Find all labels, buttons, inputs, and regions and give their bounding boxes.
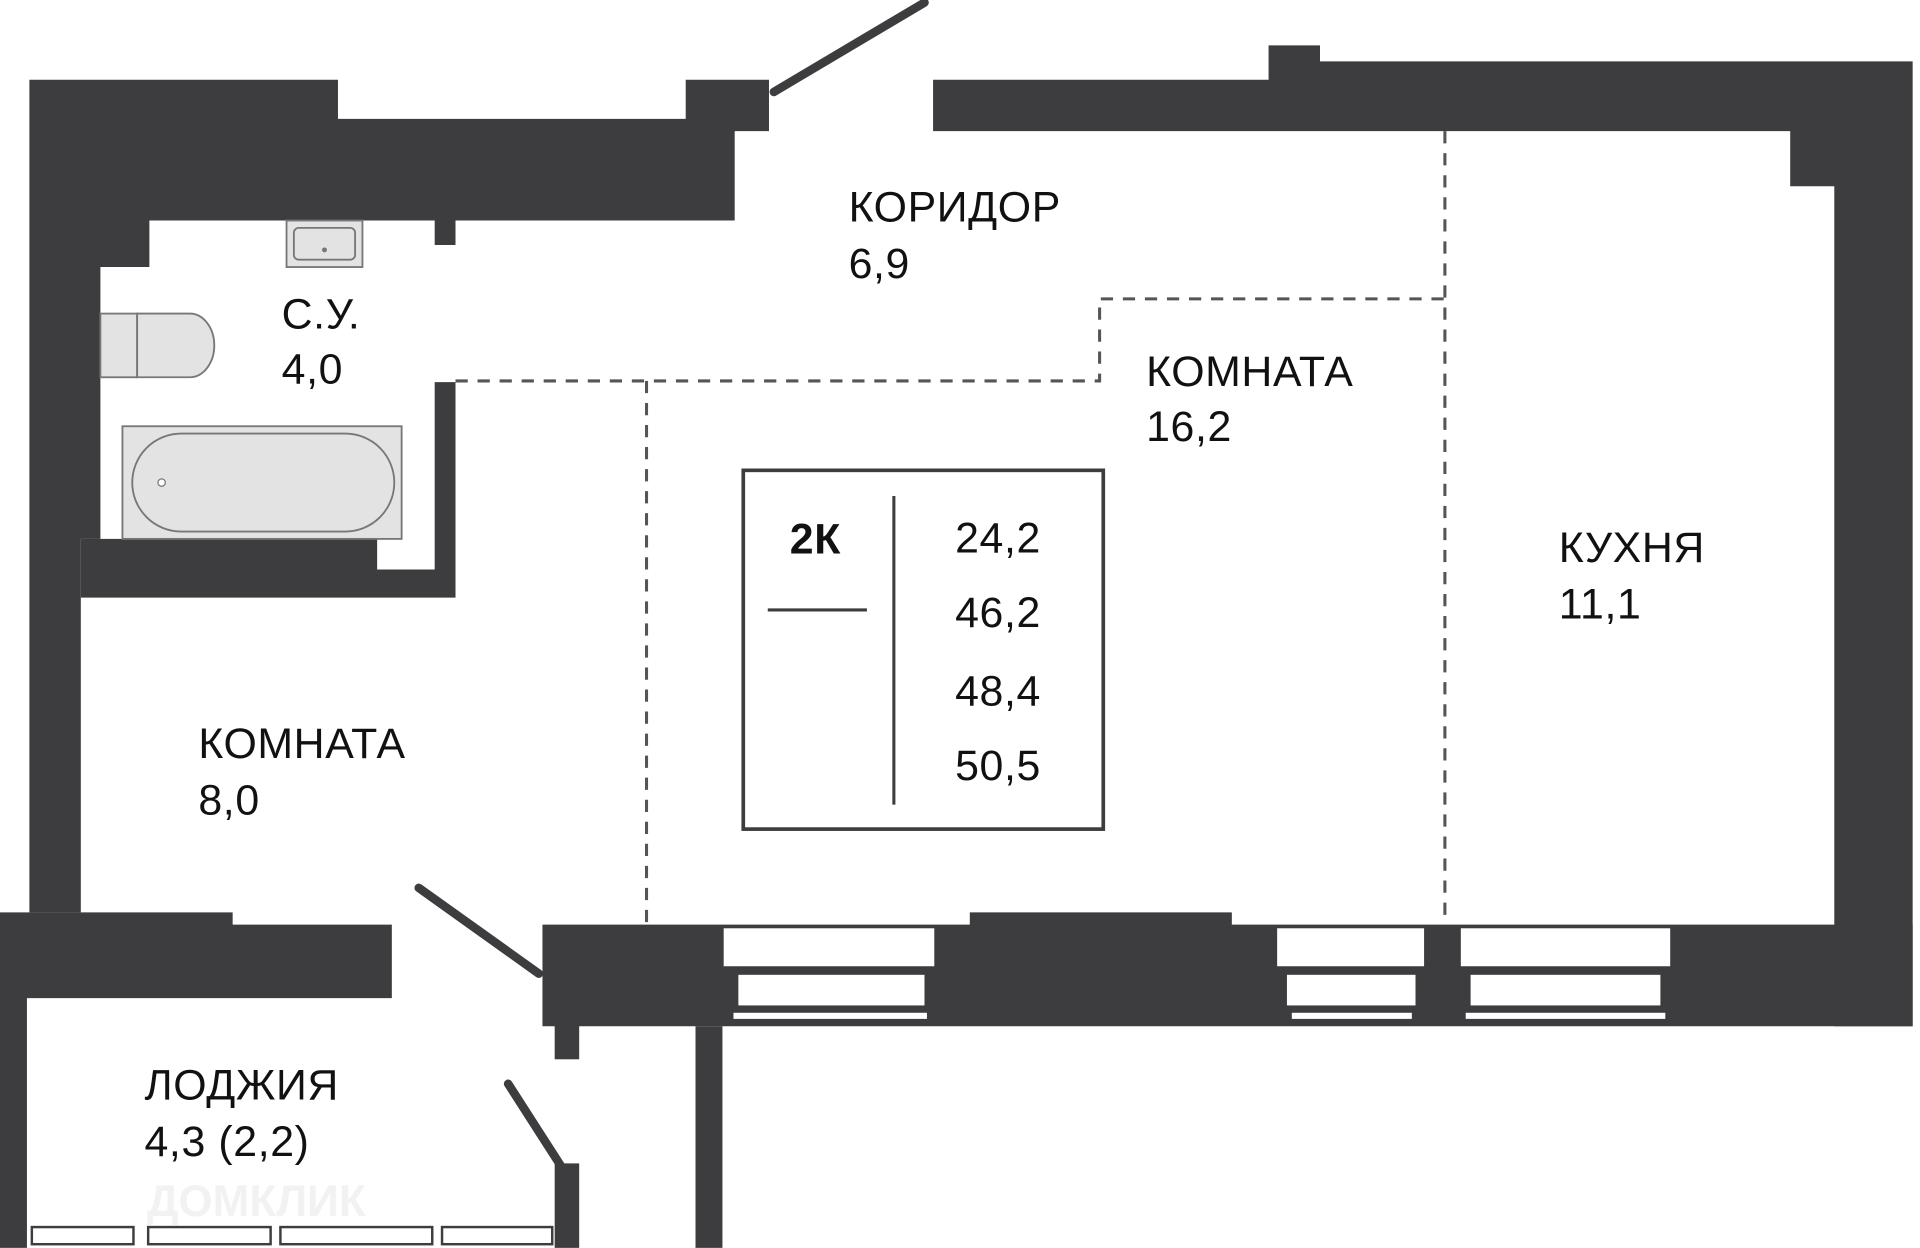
summary-value: 46,2 <box>955 589 1041 637</box>
room-name: С.У. <box>282 290 361 338</box>
windows <box>30 925 1673 1246</box>
room-name: КОМНАТА <box>198 720 405 768</box>
summary-box: 2К 24,2 46,2 48,4 50,5 <box>741 468 1106 831</box>
room-corridor: КОРИДОР 6,9 <box>849 184 1061 288</box>
bathroom-fixtures <box>99 219 403 540</box>
room-area: 11,1 <box>1559 580 1642 628</box>
doors <box>414 0 929 1171</box>
room-name: ЛОДЖИЯ <box>144 1062 338 1110</box>
watermark: ДОМКЛИК <box>147 1177 366 1226</box>
room-loggia: ЛОДЖИЯ 4,3 (2,2) <box>144 1062 338 1166</box>
room-living-large: КОМНАТА 16,2 <box>1146 348 1353 451</box>
room-area: 6,9 <box>849 240 910 288</box>
sink-icon <box>285 219 364 268</box>
room-bathroom: С.У. 4,0 <box>282 290 361 393</box>
room-name: КОМНАТА <box>1146 348 1353 396</box>
room-name: КУХНЯ <box>1559 524 1705 572</box>
zone-dividers <box>455 131 1447 925</box>
room-area: 4,0 <box>282 345 343 393</box>
apartment-type: 2К <box>790 516 841 564</box>
room-kitchen: КУХНЯ 11,1 <box>1559 524 1705 628</box>
room-area: 8,0 <box>198 776 259 824</box>
summary-value: 24,2 <box>955 514 1041 562</box>
room-area: 4,3 (2,2) <box>144 1118 309 1166</box>
room-living-small: КОМНАТА 8,0 <box>198 720 405 824</box>
room-name: КОРИДОР <box>849 184 1061 232</box>
summary-value: 48,4 <box>955 667 1041 715</box>
bathtub-icon <box>121 425 403 540</box>
summary-value: 50,5 <box>955 742 1041 790</box>
room-area: 16,2 <box>1146 403 1232 451</box>
toilet-icon <box>99 312 216 379</box>
